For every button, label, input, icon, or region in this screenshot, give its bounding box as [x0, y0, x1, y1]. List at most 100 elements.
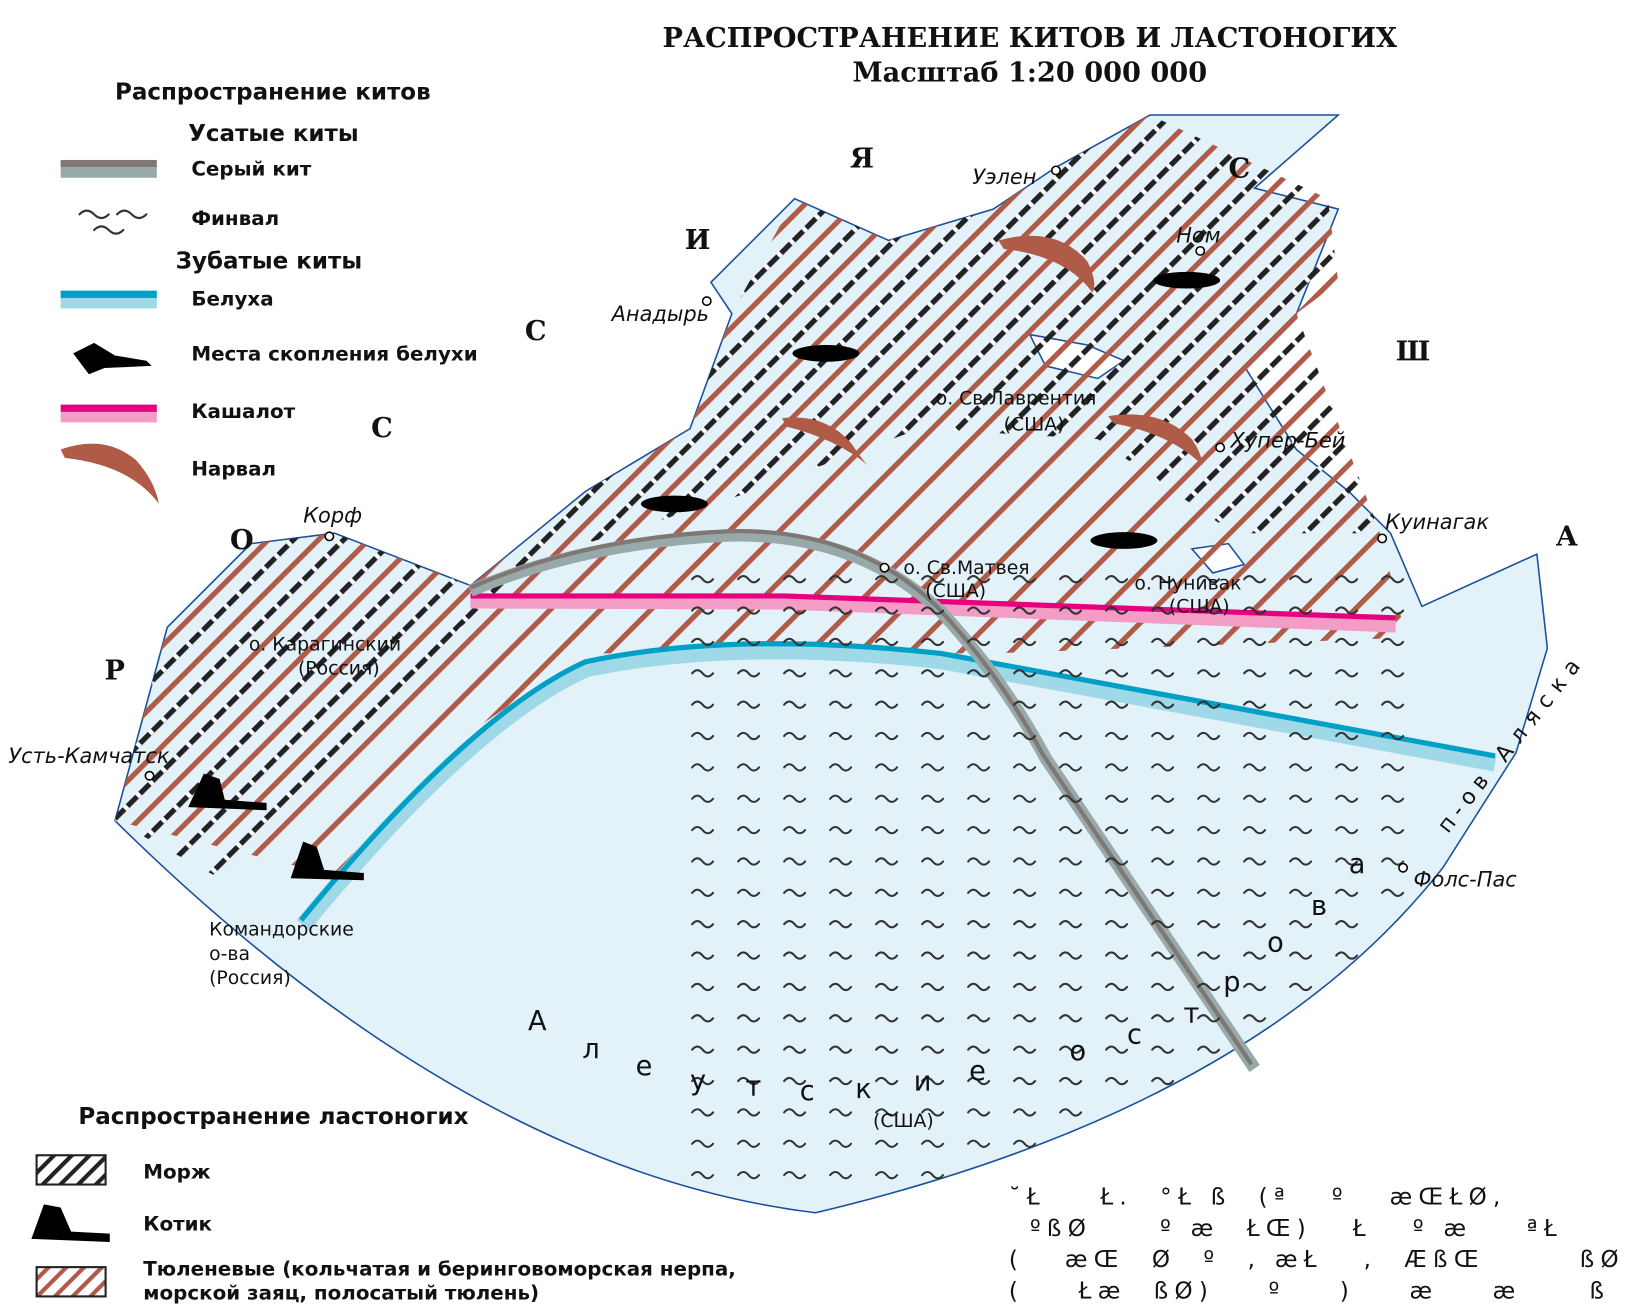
place-aleutian-country: (США) [873, 1111, 934, 1132]
fin-whale-wave [1151, 1076, 1175, 1086]
fin-whale-wave [783, 1139, 807, 1148]
fin-whale-wave [1243, 888, 1267, 898]
fin-whale-wave [921, 575, 945, 584]
fin-whale-wave [921, 794, 945, 803]
fin-whale-wave [1381, 825, 1405, 835]
fin-whale-wave [1059, 700, 1083, 709]
fin-whale-wave [1105, 794, 1129, 803]
fin-whale-wave [967, 1108, 991, 1117]
fin-whale-wave [783, 794, 807, 803]
fin-whale-wave [1197, 575, 1221, 584]
letter: О [230, 524, 254, 556]
fin-whale-wave [691, 1108, 715, 1117]
fin-whale-wave [1381, 888, 1405, 898]
fin-whale-wave [1105, 669, 1129, 678]
fin-whale-wave [921, 1014, 945, 1023]
fin-whale-wave [1059, 920, 1083, 929]
fin-whale-wave [1059, 982, 1083, 992]
fin-whale-wave [1335, 731, 1359, 741]
fin-whale-wave [1197, 794, 1221, 803]
letter: с [1127, 1019, 1142, 1050]
fin-whale-wave [1335, 637, 1359, 647]
place-commander-2: о-ва [209, 944, 250, 965]
fin-whale-wave [921, 606, 945, 615]
fur-seal-icon [31, 1204, 110, 1243]
fin-whale-wave [1289, 575, 1313, 584]
place-nome: Ном [1176, 224, 1220, 248]
fin-whale-wave [921, 888, 945, 898]
letter: А [1556, 521, 1578, 553]
letter: к [855, 1074, 871, 1105]
fin-whale-wave [1151, 951, 1175, 960]
fin-whale-wave [737, 1014, 761, 1023]
letter: е [636, 1051, 653, 1082]
fin-whale-wave [1197, 731, 1221, 741]
place-ust-kamchatsk: Усть-Камчатск [8, 744, 170, 768]
fin-whale-wave [1105, 731, 1129, 741]
fin-whale-wave [1381, 637, 1405, 647]
fin-whale-wave [829, 763, 853, 772]
sperm-whale-swatch-light [60, 411, 157, 423]
fin-whale-wave [1151, 731, 1175, 741]
letter: л [582, 1034, 599, 1065]
narwhal-icon [782, 235, 1203, 466]
fin-whale-wave [1059, 888, 1083, 898]
fin-whale-wave [1289, 920, 1313, 929]
legend-label: Серый кит [191, 158, 311, 181]
fin-whale-wave [783, 575, 807, 584]
fin-whale-wave [1013, 1014, 1037, 1023]
fin-whale-wave [1151, 825, 1175, 835]
fin-whale-wave [829, 575, 853, 584]
fin-whale-wave [1105, 1014, 1129, 1023]
fin-whale-wave [1013, 700, 1037, 709]
fin-whale-wave [967, 951, 991, 960]
fin-whale-wave [1289, 794, 1313, 803]
fin-whale-wave [1197, 888, 1221, 898]
letter: у [690, 1065, 706, 1096]
fin-whale-wave [875, 1014, 899, 1023]
letter: Р [105, 655, 125, 687]
fin-whale-wave [1059, 1014, 1083, 1023]
letter: А [528, 1006, 547, 1037]
fin-whale-wave [921, 857, 945, 866]
fin-whale-wave [783, 669, 807, 678]
fin-whale-wave [1289, 982, 1313, 992]
fur-seal-icon [188, 773, 364, 881]
fin-whale-wave [967, 1045, 991, 1054]
fin-whale-wave [1151, 920, 1175, 929]
sperm-whale-swatch [60, 404, 157, 412]
fin-whale-wave [1105, 575, 1129, 584]
fin-whale-wave [1105, 700, 1129, 709]
fin-whale-wave [1013, 1076, 1037, 1086]
fin-whale-wave [1381, 763, 1405, 772]
footer-text-line: ˘Ł Ł. °Ł ß (ª º æŒŁØ, [1009, 1184, 1507, 1210]
fin-whale-wave [691, 637, 715, 647]
country-russia-label: Р О С С И Я [105, 142, 874, 686]
fin-whale-wave [1335, 763, 1359, 772]
walrus-range [115, 115, 1381, 879]
fin-whale-wave [691, 1076, 715, 1086]
fin-whale-wave [1289, 606, 1313, 615]
gray-whale-swatch-light [60, 167, 157, 178]
fin-whale-wave [1151, 1045, 1175, 1054]
fin-whale-wave [829, 1170, 853, 1180]
fin-whale-wave [921, 1045, 945, 1054]
fin-whale-wave [1381, 794, 1405, 803]
fin-whale-wave [691, 700, 715, 709]
narwhal-icon [60, 443, 159, 504]
letter: а [1349, 849, 1366, 880]
fin-whale-wave [737, 606, 761, 615]
fin-whale-wave [829, 951, 853, 960]
fin-whale-wave [875, 794, 899, 803]
walrus-swatch [35, 1154, 107, 1186]
fin-whale-wave [921, 700, 945, 709]
fin-whale-wave [921, 669, 945, 678]
legend-label: Финвал [191, 207, 279, 230]
fin-whale-wave [737, 763, 761, 772]
fin-whale-wave [1243, 606, 1267, 615]
fin-whale-wave [783, 731, 807, 741]
fin-whale-wave [737, 888, 761, 898]
fin-whale-wave [921, 1108, 945, 1117]
letter: т [1184, 998, 1200, 1029]
